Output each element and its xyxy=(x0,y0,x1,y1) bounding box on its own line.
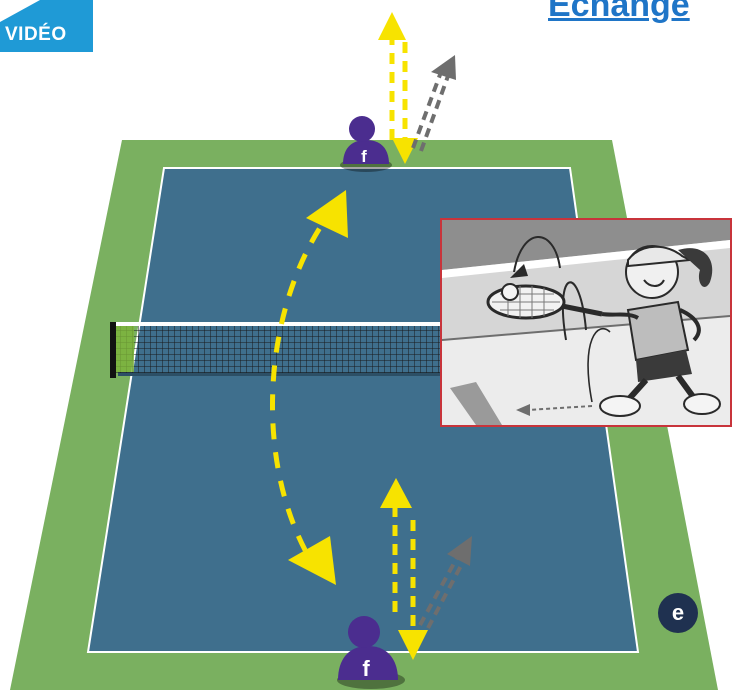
video-play-icon xyxy=(0,0,40,22)
net xyxy=(116,324,446,373)
bottom-player-label: f xyxy=(362,656,370,681)
video-label: VIDÉO xyxy=(5,24,67,46)
child-playing-illustration xyxy=(442,220,730,425)
net-post xyxy=(110,322,116,378)
video-badge[interactable]: VIDÉO xyxy=(0,0,93,52)
net-end-band xyxy=(116,326,134,372)
top-player-label: f xyxy=(361,147,367,166)
inset-illustration xyxy=(440,218,732,427)
e-marker: e xyxy=(658,593,698,633)
page-title: Echange xyxy=(548,0,690,25)
